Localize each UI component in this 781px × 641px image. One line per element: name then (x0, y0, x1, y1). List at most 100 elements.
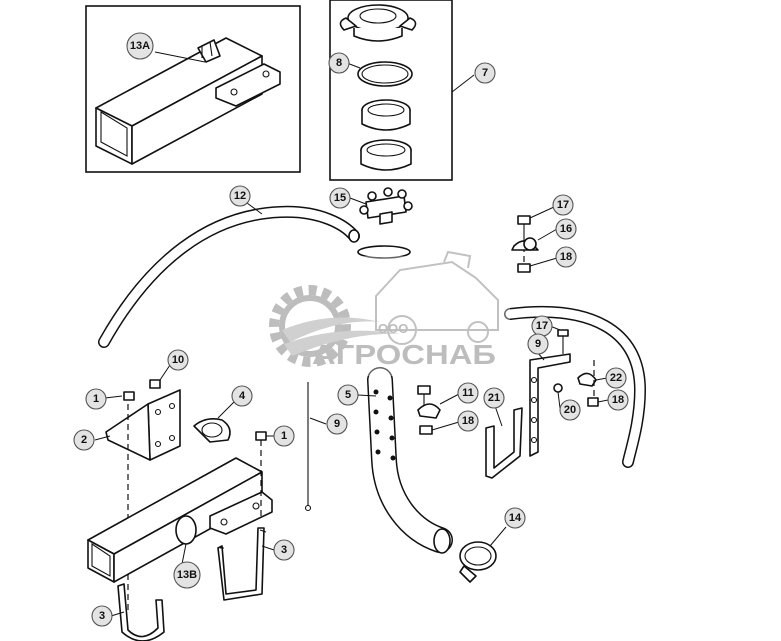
callout-circle (457, 382, 479, 404)
callout-label: 3 (281, 544, 287, 556)
callout-label: 13B (177, 569, 197, 581)
callout-c18c: 18 (607, 389, 629, 411)
callout-circle (337, 384, 359, 406)
callout-circle (457, 410, 479, 432)
callout-label: 16 (560, 223, 572, 235)
callout-c16: 16 (555, 218, 577, 240)
harvester-icon (375, 250, 499, 345)
callout-c4: 4 (231, 385, 253, 407)
callout-c10: 10 (167, 349, 189, 371)
callout-c12: 12 (229, 185, 251, 207)
callout-c3b: 3 (91, 605, 113, 627)
callout-label: 10 (172, 354, 184, 366)
watermark-prefix: ООО (378, 321, 408, 336)
callout-circle (552, 194, 574, 216)
u-bolt-3-right (217, 527, 267, 601)
callout-circle (605, 367, 627, 389)
watermark-name: АГРОСНАБ (312, 339, 496, 370)
callout-label: 12 (234, 190, 246, 202)
callout-c9b: 9 (326, 413, 348, 435)
callout-label: 8 (336, 57, 342, 69)
callout-circle (229, 185, 251, 207)
callout-circle (483, 387, 505, 409)
hose-12 (98, 205, 360, 348)
callout-label: 22 (610, 372, 622, 384)
callout-c15: 15 (329, 187, 351, 209)
callout-c9a: 9 (527, 333, 549, 355)
callout-c2: 2 (73, 429, 95, 451)
bracket-9-right (529, 329, 599, 457)
callout-label: 4 (239, 390, 246, 402)
callout-label: 5 (345, 389, 351, 401)
callout-label: 9 (334, 418, 340, 430)
callout-circle (231, 385, 253, 407)
callout-c1b: 1 (273, 425, 295, 447)
callout-label: 18 (462, 415, 474, 427)
callout-label: 21 (488, 392, 500, 404)
callout-c18b: 18 (457, 410, 479, 432)
callout-circle (607, 389, 629, 411)
callout-circle (73, 429, 95, 451)
valve-15 (357, 187, 413, 259)
square-tube-13b (87, 431, 273, 583)
rod-9 (304, 382, 312, 512)
callout-circle (85, 388, 107, 410)
callout-label: 7 (482, 67, 488, 79)
callout-label: 1 (93, 393, 99, 405)
callout-c3a: 3 (273, 539, 295, 561)
callout-label: 2 (81, 434, 87, 446)
callout-c17a: 17 (552, 194, 574, 216)
callout-c22: 22 (605, 367, 627, 389)
callout-label: 9 (535, 338, 541, 350)
callout-circle (273, 539, 295, 561)
hose-right (504, 305, 647, 468)
callout-label: 11 (462, 387, 474, 399)
callout-circle (126, 32, 154, 60)
callout-circle (326, 413, 348, 435)
callout-circle (328, 52, 350, 74)
callout-c11: 11 (457, 382, 479, 404)
callout-c5: 5 (337, 384, 359, 406)
callout-circle (273, 425, 295, 447)
callout-label: 18 (612, 394, 624, 406)
callout-label: 1 (281, 430, 287, 442)
callout-label: 15 (334, 192, 346, 204)
perforated-hose-5 (367, 367, 453, 554)
callout-label: 13A (130, 40, 150, 52)
callout-label: 14 (509, 512, 522, 524)
watermark: ООО АГРОСНАБ (269, 250, 510, 376)
callout-circle (555, 246, 577, 268)
u-bolt-21 (485, 407, 523, 479)
callout-c17b: 17 (531, 315, 553, 337)
callout-circle (474, 62, 496, 84)
callout-c8: 8 (328, 52, 350, 74)
callout-label: 18 (560, 251, 572, 263)
callout-c7: 7 (474, 62, 496, 84)
callout-circle (167, 349, 189, 371)
callout-circle (555, 218, 577, 240)
u-bolt-3-left (117, 583, 165, 641)
inset-13a (85, 5, 301, 173)
callout-c18a: 18 (555, 246, 577, 268)
clamp-group-top (511, 215, 539, 273)
callout-circle (173, 561, 201, 589)
callout-c1a: 1 (85, 388, 107, 410)
callout-c13b: 13B (173, 561, 201, 589)
callout-c14: 14 (504, 507, 526, 529)
callout-c20: 20 (559, 399, 581, 421)
callout-circle (527, 333, 549, 355)
clamp-group-middle (417, 385, 441, 435)
callout-c13a: 13A (126, 32, 154, 60)
callout-circle (504, 507, 526, 529)
callout-label: 20 (564, 404, 576, 416)
callout-circle (559, 399, 581, 421)
clamp-4 (193, 418, 231, 443)
inset-7-filler-cap (329, 0, 453, 181)
bracket-2 (105, 379, 181, 610)
hose-clamp-14 (459, 541, 497, 583)
callout-label: 17 (557, 199, 569, 211)
callout-circle (329, 187, 351, 209)
callout-circle (91, 605, 113, 627)
